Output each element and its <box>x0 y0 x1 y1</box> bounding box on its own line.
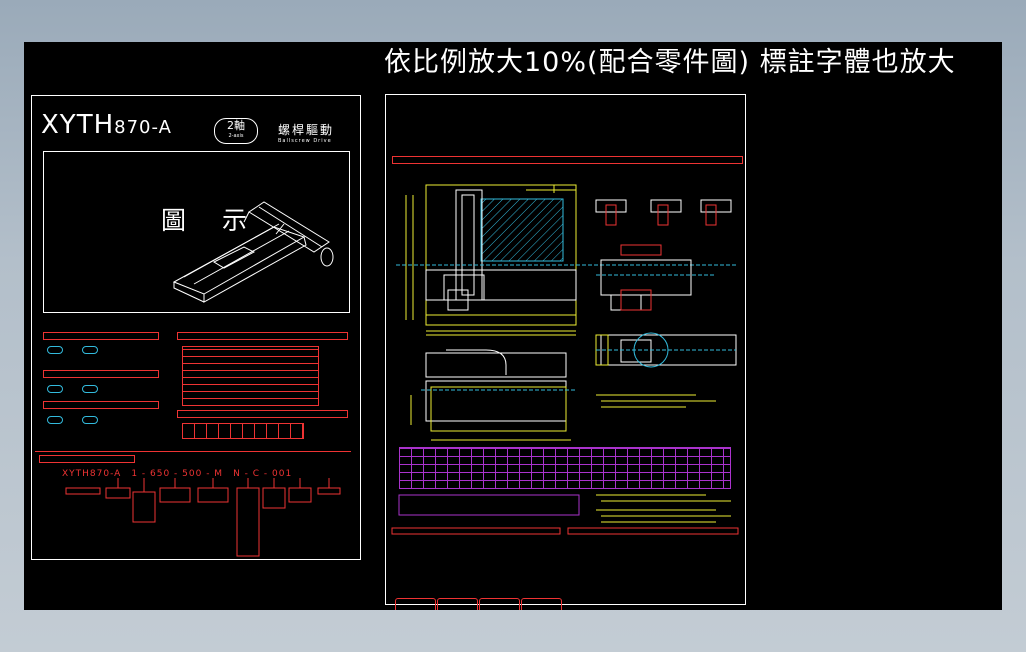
axes-label: 2軸 <box>227 119 245 132</box>
section-header <box>392 156 743 164</box>
option-oval <box>82 416 98 424</box>
payload-table <box>182 423 304 439</box>
drive-label: 螺桿驅動 <box>278 123 335 137</box>
ordering-code: XYTH870-A 1 - 650 - 500 - M N - C - 001 <box>62 469 293 479</box>
section-header <box>39 455 135 463</box>
axes-sub: 2-axis <box>228 133 244 139</box>
cad-drawing-canvas[interactable]: 依比例放大10%(配合零件圖) 標註字體也放大 XYTH870-A 2軸 2-a… <box>24 42 1002 610</box>
figure-frame: 圖 示 <box>43 151 350 313</box>
option-oval <box>47 416 63 424</box>
ordering-tree <box>65 478 341 557</box>
mount-thumbnail <box>395 598 436 610</box>
axes-badge: 2軸 2-axis <box>214 118 258 144</box>
mount-thumbnail <box>437 598 478 610</box>
dimension-drawing <box>391 184 739 535</box>
divider <box>35 451 351 452</box>
annotation-note: 依比例放大10%(配合零件圖) 標註字體也放大 <box>384 47 956 78</box>
drive-sub: Ballscrew Drive <box>278 138 332 144</box>
option-oval <box>82 346 98 354</box>
figure-label: 圖 示 <box>161 206 261 235</box>
model-suffix: 870-A <box>114 117 172 138</box>
section-header <box>43 332 159 340</box>
mount-thumbnail <box>479 598 520 610</box>
section-header <box>177 332 348 340</box>
section-header <box>43 401 159 409</box>
section-header <box>177 410 348 418</box>
drive-type: 螺桿驅動 Ballscrew Drive <box>278 121 334 144</box>
actuator-illustration <box>172 201 334 303</box>
model-title: XYTH870-A <box>41 110 172 140</box>
catalog-sheet: XYTH870-A 2軸 2-axis 螺桿驅動 Ballscrew Drive… <box>31 95 361 560</box>
option-oval <box>47 346 63 354</box>
option-oval <box>47 385 63 393</box>
option-oval <box>82 385 98 393</box>
spec-table <box>182 346 319 406</box>
model-prefix: XYTH <box>41 110 115 140</box>
drawing-sheet <box>385 94 746 610</box>
section-header <box>43 370 159 378</box>
mount-thumbnail <box>521 598 562 610</box>
dimension-table <box>399 447 731 489</box>
